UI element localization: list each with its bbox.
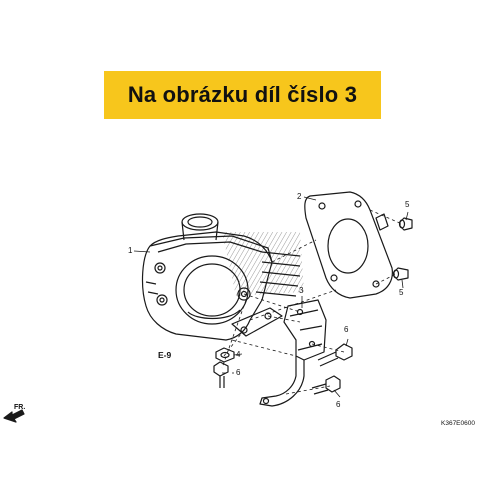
bolt-part-upper [317, 343, 353, 367]
callout-4: 4 [236, 350, 241, 359]
bolt-part-lower [311, 375, 341, 395]
callout-6-left: 6 [236, 368, 241, 377]
bolt-part-left [213, 361, 229, 388]
callout-6-lower: 6 [336, 400, 341, 409]
reference-label: E-9 [158, 350, 172, 360]
front-arrow-icon [3, 409, 25, 423]
callout-5-upper: 5 [405, 200, 410, 209]
callout-3: 3 [299, 286, 304, 295]
assembly-guide-lines [221, 209, 403, 395]
callout-1: 1 [128, 246, 133, 255]
cylinder-gasket-part [304, 191, 393, 299]
cylinder-block-part [141, 213, 304, 341]
callout-6-upper: 6 [344, 325, 349, 334]
diagram-code: K367E0600 [441, 420, 475, 427]
banner-text: Na obrázku díl číslo 3 [127, 82, 358, 107]
dowel-pin-lower-part [392, 267, 409, 281]
dowel-pin-upper-part [398, 217, 413, 231]
nut-part [215, 347, 235, 363]
highlight-banner: Na obrázku díl číslo 3 [104, 71, 381, 119]
callout-2: 2 [297, 192, 302, 201]
callout-leader-lines [133, 196, 409, 398]
bracket-part [259, 299, 327, 407]
direction-label: FR. [14, 404, 26, 411]
callout-5-lower: 5 [399, 288, 404, 297]
